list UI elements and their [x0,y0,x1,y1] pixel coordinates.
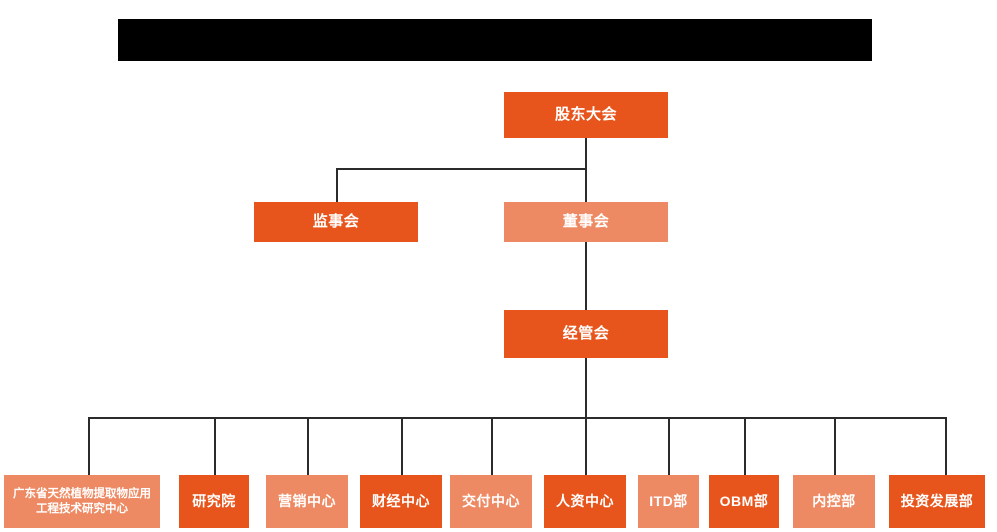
connector-department-bus [88,417,946,419]
connector-drop-investment [945,417,947,475]
title-banner [118,19,872,61]
node-supervisory-board[interactable]: 监事会 [254,202,418,242]
connector-shareholders-spine [585,138,587,202]
node-investment-development-department[interactable]: 投资发展部 [889,475,985,528]
connector-shareholders-branch [336,168,587,170]
node-delivery-center[interactable]: 交付中心 [450,475,532,528]
node-hr-center[interactable]: 人资中心 [544,475,626,528]
connector-drop-internal-control [834,417,836,475]
connector-drop-finance [401,417,403,475]
connector-drop-research-center [88,417,90,475]
connector-board-to-management [585,242,587,310]
connector-supervisory-drop [336,168,338,202]
connector-drop-hr [585,417,587,475]
node-board-of-directors[interactable]: 董事会 [504,202,668,242]
node-shareholders-meeting[interactable]: 股东大会 [504,92,668,138]
connector-management-to-bus [585,358,587,418]
node-marketing-center[interactable]: 营销中心 [266,475,348,528]
node-finance-center[interactable]: 财经中心 [360,475,442,528]
node-institute[interactable]: 研究院 [179,475,249,528]
node-itd-department[interactable]: ITD部 [638,475,699,528]
connector-drop-marketing [307,417,309,475]
connector-drop-institute [214,417,216,475]
node-management-committee[interactable]: 经管会 [504,310,668,358]
node-internal-control-department[interactable]: 内控部 [793,475,875,528]
connector-drop-delivery [491,417,493,475]
node-research-center[interactable]: 广东省天然植物提取物应用工程技术研究中心 [4,475,160,528]
node-obm-department[interactable]: OBM部 [709,475,779,528]
connector-drop-itd [668,417,670,475]
connector-drop-obm [744,417,746,475]
